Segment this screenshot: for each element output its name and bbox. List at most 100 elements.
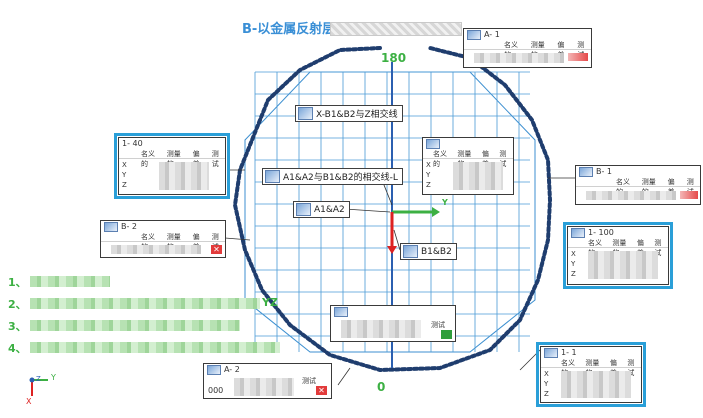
legend-item-2: 2、 bbox=[8, 298, 27, 311]
panel-1-40[interactable]: 1- 40 名义的测量的偏差测试 XYZ bbox=[114, 133, 230, 199]
title-redacted bbox=[330, 22, 462, 36]
triad-z-label: Z bbox=[36, 375, 41, 383]
fail-icon: ✕ bbox=[211, 245, 222, 254]
callout-text: X-B1&B2与Z相交线 bbox=[316, 110, 398, 120]
col-nominal: 名义的 bbox=[141, 233, 155, 251]
plane-icon bbox=[296, 203, 311, 216]
legend-item-3: 3、 bbox=[8, 320, 27, 333]
feature-icon bbox=[426, 138, 440, 149]
col-deviation: 偏差 bbox=[609, 359, 617, 377]
x-arrow-head bbox=[387, 246, 397, 254]
panel-title: 1- 1 bbox=[561, 348, 577, 357]
callout-xb1b2[interactable]: X-B1&B2与Z相交线 bbox=[295, 105, 403, 122]
panel-title: A- 2 bbox=[224, 365, 240, 374]
col-nominal: 名义的 bbox=[588, 239, 602, 257]
panel-middle[interactable]: 名义的测量的偏差测试 XYZ bbox=[422, 137, 514, 195]
col-deviation: 偏差 bbox=[481, 150, 489, 168]
col-test: 测试 bbox=[431, 321, 445, 329]
col-measured: 测量的 bbox=[166, 233, 181, 251]
redacted-values bbox=[111, 245, 201, 254]
callout-a1a2b1b2[interactable]: A1&A2与B1&B2的相交线-L bbox=[262, 168, 403, 185]
col-nominal: 名义的 bbox=[616, 178, 630, 196]
col-measured: 测量的 bbox=[641, 178, 656, 196]
col-test: 测试 bbox=[211, 150, 219, 168]
triad-x-label: X bbox=[26, 397, 32, 406]
legend-item-4: 4、 bbox=[8, 342, 27, 355]
callout-a1a2[interactable]: A1&A2 bbox=[293, 201, 350, 218]
panel-b1[interactable]: B- 1 名义的测量的偏差测试 bbox=[575, 165, 701, 205]
callout-b1b2[interactable]: B1&B2 bbox=[400, 243, 457, 260]
col-measured: 测量的 bbox=[530, 41, 545, 59]
col-deviation: 偏差 bbox=[636, 239, 644, 257]
plane-icon bbox=[403, 245, 418, 258]
legend-redacted-2 bbox=[30, 298, 260, 309]
feature-icon bbox=[334, 306, 348, 317]
redacted-values bbox=[586, 191, 676, 200]
status-bar bbox=[680, 191, 698, 199]
redacted-values bbox=[561, 371, 631, 398]
legend-redacted-3 bbox=[30, 320, 240, 331]
fail-icon: ✕ bbox=[316, 386, 327, 395]
feature-icon bbox=[207, 364, 221, 375]
panel-b2[interactable]: B- 2 名义的测量的偏差测试 ✕ bbox=[100, 220, 226, 258]
panel-title: A- 1 bbox=[484, 30, 500, 39]
redacted-values bbox=[234, 378, 294, 396]
col-test: 测试 bbox=[627, 359, 635, 377]
panel-bottom[interactable]: 测试 bbox=[330, 305, 456, 342]
col-test: 测试 bbox=[654, 239, 662, 257]
panel-title: 1- 40 bbox=[122, 139, 143, 148]
feature-icon bbox=[579, 166, 593, 177]
panel-title: B- 1 bbox=[596, 167, 613, 176]
panel-title: 1- 100 bbox=[588, 228, 614, 237]
col-nominal: 名义的 bbox=[504, 41, 518, 59]
value-text: 000 bbox=[208, 386, 224, 395]
panel-1-1[interactable]: 1- 1 名义的测量的偏差测试 XYZ bbox=[536, 342, 646, 407]
callout-text: B1&B2 bbox=[421, 246, 452, 257]
pass-icon bbox=[441, 330, 452, 339]
col-test: 测试 bbox=[686, 178, 694, 196]
col-deviation: 偏差 bbox=[192, 150, 200, 168]
panel-1-100[interactable]: 1- 100 名义的测量的偏差测试 XYZ bbox=[563, 222, 673, 289]
octagon-outline bbox=[244, 71, 536, 353]
col-test: 测试 bbox=[499, 150, 507, 168]
page-title: B-以金属反射层 bbox=[242, 22, 336, 37]
line-icon bbox=[298, 107, 313, 120]
feature-icon bbox=[571, 227, 585, 238]
col-nominal: 名义的 bbox=[433, 150, 447, 168]
col-deviation: 偏差 bbox=[192, 233, 200, 251]
col-test: 测试 bbox=[211, 233, 219, 251]
dotted-boundary bbox=[232, 46, 553, 373]
feature-icon bbox=[467, 29, 481, 40]
col-measured: 测量的 bbox=[585, 359, 600, 377]
panel-a2[interactable]: A- 2 测试 000 ✕ bbox=[203, 363, 332, 399]
redacted-values bbox=[474, 53, 564, 63]
redacted-values bbox=[453, 162, 503, 190]
col-test: 测试 bbox=[302, 377, 316, 385]
col-test: 测试 bbox=[577, 41, 585, 59]
feature-icon bbox=[544, 347, 558, 358]
triad-y-label: Y bbox=[51, 373, 56, 382]
feature-icon bbox=[104, 221, 118, 232]
line-icon bbox=[265, 170, 280, 183]
col-deviation: 偏差 bbox=[667, 178, 675, 196]
col-measured: 测量的 bbox=[457, 150, 472, 168]
legend-redacted-1 bbox=[30, 276, 110, 287]
legend-item-2-suffix: YZ bbox=[262, 296, 278, 309]
redacted-values bbox=[159, 162, 209, 190]
axis-label-bottom: 0 bbox=[377, 380, 386, 394]
legend-item-1: 1、 bbox=[8, 276, 27, 289]
panel-a1[interactable]: A- 1 名义的测量的偏差测试 bbox=[463, 28, 592, 68]
redacted-values bbox=[588, 251, 658, 279]
col-nominal: 名义的 bbox=[141, 150, 155, 168]
legend-redacted-4 bbox=[30, 342, 280, 353]
col-deviation: 偏差 bbox=[557, 41, 565, 59]
axis-label-top: 180 bbox=[381, 51, 407, 65]
y-arrow-label: Y bbox=[442, 198, 448, 207]
callout-text: A1&A2与B1&B2的相交线-L bbox=[283, 173, 398, 183]
y-arrow-head bbox=[432, 207, 440, 217]
triad-z bbox=[29, 377, 35, 383]
